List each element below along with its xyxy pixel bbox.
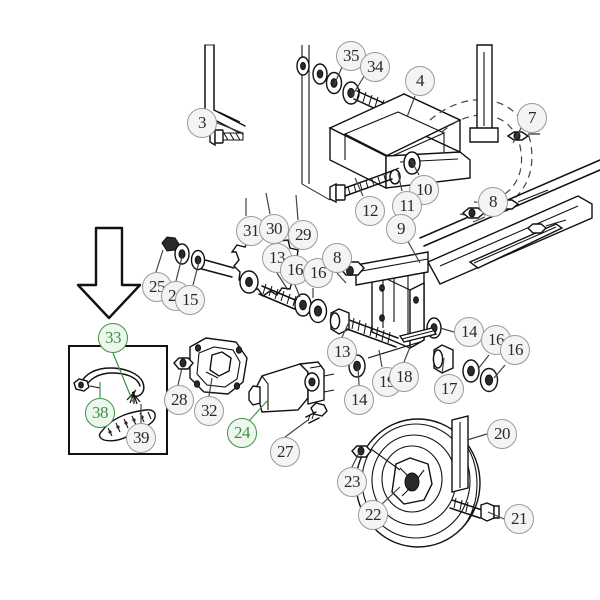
leader-line-16 — [294, 284, 301, 298]
electric-motor — [248, 361, 335, 413]
main-frame-bracket — [328, 92, 471, 190]
leader-line-25 — [155, 249, 164, 273]
callout-29[interactable]: 29 — [288, 220, 318, 250]
leader-line-32 — [208, 377, 213, 397]
callout-8[interactable]: 8 — [322, 243, 352, 273]
down-arrow-shape — [76, 226, 142, 320]
callout-30[interactable]: 30 — [259, 214, 289, 244]
callout-12[interactable]: 12 — [355, 196, 385, 226]
callout-20[interactable]: 20 — [487, 419, 517, 449]
leader-line-16 — [493, 364, 506, 379]
callout-16[interactable]: 16 — [500, 335, 530, 365]
bearing-group-right — [348, 317, 499, 393]
leader-line-24 — [248, 399, 269, 422]
leader-line-28 — [177, 367, 183, 386]
leader-line-13 — [341, 319, 351, 338]
leader-line-17 — [441, 357, 445, 375]
leader-line-8 — [336, 272, 347, 284]
callout-14[interactable]: 14 — [344, 385, 374, 415]
hex-screw-27 — [305, 402, 328, 424]
leader-line-27 — [284, 419, 309, 438]
callout-leader-lines — [99, 55, 528, 520]
callout-32[interactable]: 32 — [194, 396, 224, 426]
leader-line-18 — [403, 346, 411, 363]
callout-28[interactable]: 28 — [164, 385, 194, 415]
leader-line-21 — [487, 511, 505, 520]
leader-line-26 — [175, 256, 183, 282]
callout-15[interactable]: 15 — [175, 285, 205, 315]
callout-3[interactable]: 3 — [187, 108, 217, 138]
callout-18[interactable]: 18 — [389, 362, 419, 392]
slotted-arm-right — [419, 159, 600, 285]
leader-line-4 — [406, 95, 416, 118]
callout-7[interactable]: 7 — [517, 103, 547, 133]
cross-arm-mid — [339, 251, 429, 286]
callout-24[interactable]: 24 — [227, 418, 257, 448]
leader-line-12 — [354, 177, 364, 197]
upper-right-post — [469, 44, 540, 143]
callout-4[interactable]: 4 — [405, 66, 435, 96]
callout-17[interactable]: 17 — [434, 374, 464, 404]
callout-33[interactable]: 33 — [98, 323, 128, 353]
leader-line-33 — [112, 352, 134, 403]
leader-line-10 — [410, 159, 420, 176]
callout-14[interactable]: 14 — [454, 317, 484, 347]
leader-line-14 — [439, 327, 455, 333]
leader-line-20 — [466, 433, 488, 441]
leader-line-14 — [357, 366, 360, 386]
callout-9[interactable]: 9 — [386, 214, 416, 244]
leader-line-23 — [351, 452, 360, 468]
callout-39[interactable]: 39 — [126, 423, 156, 453]
callout-22[interactable]: 22 — [358, 500, 388, 530]
callout-21[interactable]: 21 — [504, 504, 534, 534]
leader-line-30 — [265, 192, 271, 215]
leader-line-22 — [380, 486, 401, 506]
leader-line-29 — [295, 194, 299, 221]
leader-line-13 — [276, 272, 289, 291]
leader-line-15 — [192, 261, 200, 286]
leader-line-3 — [216, 122, 244, 134]
leader-line-8 — [472, 216, 486, 223]
leader-line-11 — [397, 172, 403, 192]
callout-34[interactable]: 34 — [360, 52, 390, 82]
callout-13[interactable]: 13 — [327, 337, 357, 367]
callout-23[interactable]: 23 — [337, 467, 367, 497]
callout-8[interactable]: 8 — [478, 187, 508, 217]
leader-line-16 — [477, 354, 490, 370]
gearbox-housing — [173, 337, 248, 395]
callout-27[interactable]: 27 — [270, 437, 300, 467]
leader-line-19 — [378, 349, 383, 368]
callout-38[interactable]: 38 — [85, 398, 115, 428]
